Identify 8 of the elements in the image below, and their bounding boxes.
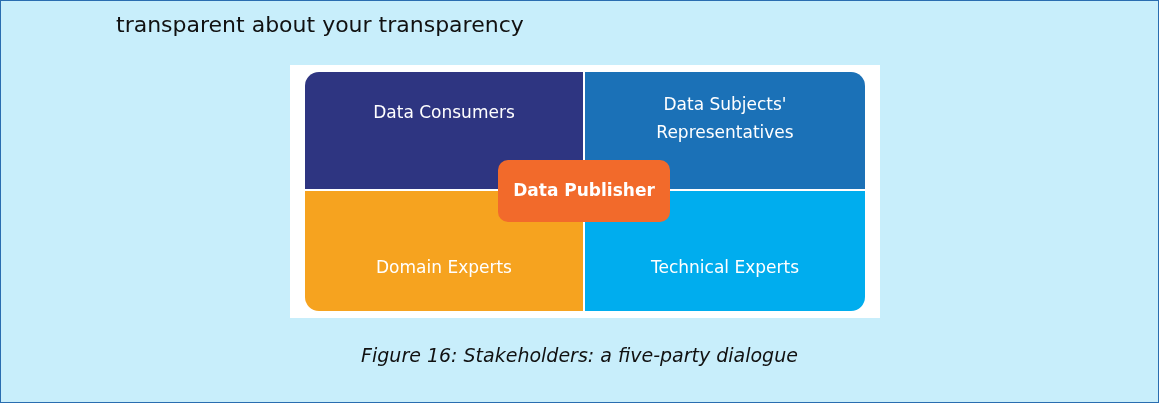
node-label: Domain Experts <box>376 256 512 280</box>
center-box <box>498 160 670 222</box>
node-label: Data Consumers <box>373 100 515 124</box>
node-label: Technical Experts <box>651 256 799 280</box>
body-text: transparent about your transparency <box>116 12 524 37</box>
node-label: Data Subjects' Representatives <box>655 93 795 144</box>
node-label: Data Publisher <box>513 179 655 203</box>
figure-caption: Figure 16: Stakeholders: a five-party dialogue <box>360 344 799 366</box>
